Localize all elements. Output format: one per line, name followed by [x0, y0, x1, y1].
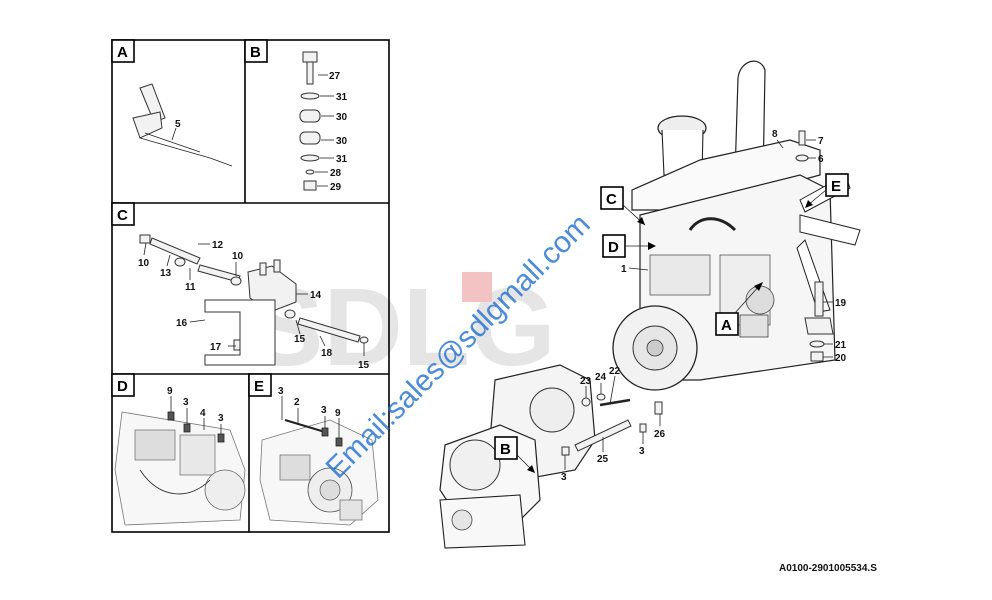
label-main-3b: 3: [561, 472, 567, 483]
label-main-8: 8: [772, 129, 778, 140]
label-b-29: 29: [330, 182, 342, 193]
label-main-1: 1: [621, 264, 627, 275]
throttle-pedal: [132, 83, 233, 167]
svg-text:B: B: [500, 441, 511, 458]
label-e-2: 2: [294, 397, 300, 408]
label-c-16: 16: [176, 318, 188, 329]
label-d-4: 4: [200, 408, 206, 419]
callout-d: D: [602, 234, 656, 258]
svg-text:A: A: [721, 317, 732, 334]
mount-stack: [299, 51, 321, 191]
label-a-5: 5: [175, 119, 181, 130]
label-c-13: 13: [160, 268, 172, 279]
label-main-19: 19: [835, 298, 847, 309]
callout-b: B: [494, 436, 535, 473]
svg-text:D: D: [608, 239, 619, 256]
label-d-3b: 3: [218, 413, 224, 424]
svg-text:C: C: [606, 191, 617, 208]
callout-c: C: [600, 186, 646, 226]
callout-a: A: [715, 282, 763, 336]
panel-d: D 9 3 4 3: [111, 373, 246, 526]
label-d-3: 3: [183, 397, 189, 408]
engine-detail-d: [114, 411, 246, 526]
panel-d-letter: D: [117, 378, 128, 395]
svg-text:E: E: [831, 178, 841, 195]
label-c-15b: 15: [358, 360, 370, 371]
label-b-30b: 30: [336, 136, 348, 147]
panel-c: C 10: [111, 202, 370, 371]
label-c-12: 12: [212, 240, 224, 251]
transmission: [439, 364, 663, 549]
panel-e-letter: E: [254, 378, 264, 395]
label-c-15: 15: [294, 334, 306, 345]
logo-red-square: [462, 272, 492, 302]
label-b-31: 31: [336, 92, 348, 103]
label-main-3: 3: [639, 446, 645, 457]
label-main-26: 26: [654, 429, 666, 440]
label-main-23: 23: [580, 376, 592, 387]
label-b-27: 27: [329, 71, 341, 82]
engine-detail-e: [259, 419, 379, 526]
label-c-10: 10: [138, 258, 150, 269]
valve-assembly: [139, 234, 369, 366]
label-e-3b: 3: [321, 405, 327, 416]
label-b-28: 28: [330, 168, 342, 179]
background-logo: SDLG: [250, 266, 556, 389]
label-c-14: 14: [310, 290, 322, 301]
label-main-21: 21: [835, 340, 847, 351]
panel-a: A 5: [111, 39, 233, 167]
label-main-24: 24: [595, 372, 607, 383]
label-e-9: 9: [335, 408, 341, 419]
label-c-18: 18: [321, 348, 333, 359]
label-main-6: 6: [818, 154, 824, 165]
panel-b-letter: B: [250, 44, 261, 61]
panel-e: E 3 2 3 9: [248, 373, 379, 526]
label-main-25: 25: [597, 454, 609, 465]
callout-e: E: [805, 173, 849, 208]
label-c-17: 17: [210, 342, 222, 353]
label-c-10b: 10: [232, 251, 244, 262]
panel-c-letter: C: [117, 207, 128, 224]
label-main-20: 20: [835, 353, 847, 364]
label-main-7: 7: [818, 136, 824, 147]
label-main-22: 22: [609, 366, 621, 377]
panel-b: B 27 31 30 30 31 28 29: [244, 39, 348, 193]
label-c-11: 11: [185, 282, 196, 293]
panel-a-letter: A: [117, 44, 128, 61]
label-b-31b: 31: [336, 154, 348, 165]
drawing-code: A0100-2901005534.S: [779, 563, 877, 574]
label-d-9: 9: [167, 386, 173, 397]
label-e-3: 3: [278, 386, 284, 397]
main-engine: [612, 60, 861, 391]
label-b-30: 30: [336, 112, 348, 123]
